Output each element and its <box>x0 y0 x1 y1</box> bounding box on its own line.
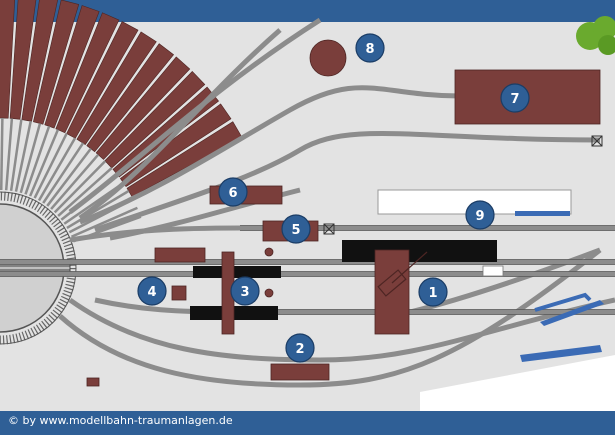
building-dot <box>264 288 274 298</box>
blue-strip <box>515 211 570 216</box>
track <box>94 130 601 233</box>
track <box>78 28 282 221</box>
marker-9[interactable]: 9 <box>465 200 495 230</box>
track <box>69 225 615 243</box>
marker-number: 5 <box>291 223 300 238</box>
top-bar <box>0 0 615 22</box>
buffer-stop-cross <box>591 135 603 147</box>
marker-number: 8 <box>365 42 374 57</box>
buildings <box>86 39 601 387</box>
stall-track <box>19 123 42 194</box>
stall-track <box>53 160 107 214</box>
roundhouse-stall <box>55 12 120 134</box>
building-2 <box>270 363 330 381</box>
building-small <box>86 377 100 387</box>
stall-track <box>24 125 51 195</box>
blue-strip <box>534 292 592 312</box>
marker-circle[interactable] <box>218 177 248 207</box>
building-1 <box>374 249 410 335</box>
marker-number: 3 <box>240 285 249 300</box>
stall-track <box>70 206 138 238</box>
footer-bar: © by www.modellbahn-traumanlagen.de <box>0 411 615 435</box>
platform <box>193 266 281 278</box>
markers: 1 2 3 4 5 6 7 8 9 <box>137 33 530 363</box>
marker-circle[interactable] <box>137 276 167 306</box>
roundhouse-stall <box>104 70 206 169</box>
signal-box <box>482 265 504 277</box>
marker-number: 2 <box>295 342 304 357</box>
track-plan: 1 2 3 4 5 6 7 8 9 <box>0 0 615 411</box>
marker-circle[interactable] <box>285 333 315 363</box>
marker-2[interactable]: 2 <box>285 333 315 363</box>
stall-track <box>33 133 68 199</box>
building-4-small <box>171 285 187 301</box>
roundhouse-stall <box>86 43 175 153</box>
copyright-credit[interactable]: © by www.modellbahn-traumanlagen.de <box>8 414 233 427</box>
stall-track <box>37 137 77 202</box>
marker-number: 7 <box>510 92 519 107</box>
marker-number: 9 <box>475 209 484 224</box>
track <box>79 85 461 225</box>
marker-circle[interactable] <box>281 214 311 244</box>
blue-strip <box>540 300 604 326</box>
roundhouse-stall <box>0 0 16 119</box>
track-rails <box>0 225 615 315</box>
roundhouse-stall <box>44 5 100 129</box>
roundhouse-stall <box>21 0 58 122</box>
marker-circle[interactable] <box>500 83 530 113</box>
track <box>58 248 602 388</box>
marker-4[interactable]: 4 <box>137 276 167 306</box>
marker-5[interactable]: 5 <box>281 214 311 244</box>
buffer-stop-icon <box>323 223 335 235</box>
marker-circle[interactable] <box>355 33 385 63</box>
marker-number: 1 <box>428 286 437 301</box>
stall-track <box>0 117 4 191</box>
track <box>68 297 615 363</box>
marker-circle[interactable] <box>230 276 260 306</box>
buffer-stop-icon <box>591 135 603 147</box>
tree-icon <box>576 16 615 55</box>
marker-1[interactable]: 1 <box>418 277 448 307</box>
stall-track <box>50 153 100 210</box>
turntable <box>0 191 77 345</box>
marker-7[interactable]: 7 <box>500 83 530 113</box>
marker-3[interactable]: 3 <box>230 276 260 306</box>
building-dot <box>264 247 274 257</box>
blue-strip <box>520 345 602 362</box>
marker-circle[interactable] <box>418 277 448 307</box>
stall-track <box>14 120 32 192</box>
stall-track <box>46 147 92 207</box>
stall-track <box>57 167 113 217</box>
roundhouse-stall <box>66 21 139 139</box>
stall-track <box>9 119 23 191</box>
marker-8[interactable]: 8 <box>355 33 385 63</box>
building-8-round <box>309 39 347 77</box>
stall-track <box>66 189 130 230</box>
track <box>68 17 322 215</box>
marker-number: 4 <box>147 285 156 300</box>
track <box>409 247 601 315</box>
crane-icon <box>377 251 428 297</box>
stall-track <box>42 142 85 204</box>
white-area <box>420 355 615 411</box>
buffer-stop-cross <box>323 223 335 235</box>
stall-track <box>4 118 14 191</box>
marker-6[interactable]: 6 <box>218 177 248 207</box>
marker-number: 6 <box>228 186 237 201</box>
roundhouse-stall <box>9 0 37 120</box>
building-near-4 <box>154 247 206 263</box>
marker-circle[interactable] <box>465 200 495 230</box>
stall-track <box>28 129 60 197</box>
tracks <box>0 17 615 388</box>
roundhouse-stall <box>95 56 191 160</box>
